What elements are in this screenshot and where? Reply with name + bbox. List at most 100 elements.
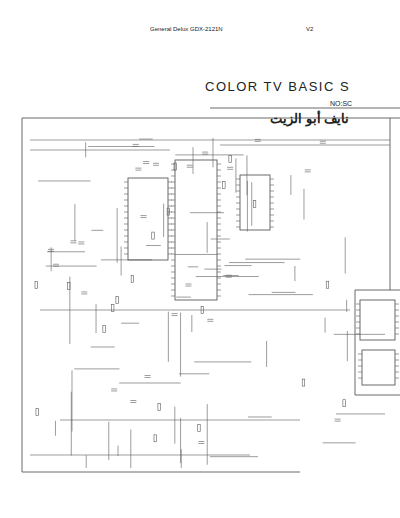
ic-pin (358, 366, 362, 367)
capacitor-symbol (78, 243, 84, 244)
ic-pin (270, 215, 274, 216)
ic-pin (217, 284, 221, 285)
ic-pin (395, 360, 399, 361)
wire (101, 259, 152, 260)
capacitor-symbol (135, 168, 141, 169)
capacitor-symbol (255, 141, 261, 142)
capacitor-symbol (133, 144, 139, 145)
capacitor-symbol (202, 154, 208, 155)
capacitor-symbol (70, 242, 76, 243)
wire (207, 404, 208, 465)
ic-pin (236, 215, 240, 216)
capacitor-symbol (143, 161, 149, 162)
ic-pin (356, 304, 360, 305)
wire (176, 297, 191, 298)
wire (118, 446, 119, 456)
wire (336, 413, 385, 414)
ic-outline (362, 350, 395, 385)
resistor-symbol (174, 163, 177, 170)
wire (175, 254, 217, 255)
ic-pin (270, 191, 274, 192)
wire (47, 251, 85, 252)
capacitor-symbol (145, 377, 151, 378)
wire (180, 313, 181, 377)
capacitor-symbol (135, 170, 141, 171)
bus-wire (220, 145, 390, 146)
frame-line (355, 395, 400, 396)
wire (174, 407, 175, 444)
ic-pin (217, 242, 221, 243)
wire (225, 265, 252, 266)
ic-pin (124, 206, 128, 207)
capacitor-symbol (145, 375, 151, 376)
capacitor-symbol (226, 277, 232, 278)
frame-line (355, 290, 356, 395)
ic-pin (217, 254, 221, 255)
resistor-symbol (68, 282, 71, 289)
ic-pin (168, 194, 172, 195)
capacitor-symbol (172, 315, 178, 316)
wire (194, 361, 251, 362)
capacitor-symbol (48, 249, 54, 250)
wire (212, 138, 213, 167)
ic-pin (270, 209, 274, 210)
wire (96, 304, 97, 333)
ic-pin (217, 200, 221, 201)
ic-pin (171, 266, 175, 267)
wire (86, 455, 87, 468)
resistor-symbol (302, 379, 305, 386)
capacitor-symbol (187, 165, 193, 166)
resistor-symbol (201, 306, 204, 313)
version-label: V2 (306, 26, 313, 33)
ic-pin (270, 197, 274, 198)
resistor-symbol (343, 400, 346, 407)
wire (117, 208, 118, 263)
ic-pin (356, 316, 360, 317)
ic-pin (217, 218, 221, 219)
capacitor-symbol (185, 286, 191, 287)
capacitor-symbol (198, 441, 204, 442)
frame-line (210, 108, 400, 109)
ic-pin (168, 212, 172, 213)
resistor-symbol (158, 403, 161, 410)
wire (211, 239, 230, 240)
number-label: NO:SC (330, 100, 352, 108)
capacitor-symbol (227, 169, 233, 170)
ic-pin (270, 185, 274, 186)
model-label: General Delux GDX-2121N (150, 26, 223, 33)
ic-pin (124, 200, 128, 201)
ic-pin (395, 310, 399, 311)
ic-pin (358, 372, 362, 373)
wiring (22, 108, 400, 472)
ic-pin (356, 322, 360, 323)
title: COLOR TV BASIC S (205, 80, 350, 94)
ic-pin (168, 230, 172, 231)
wire (347, 331, 348, 361)
ic-pin (217, 164, 221, 165)
wire (223, 275, 238, 276)
ic-pin (395, 334, 399, 335)
capacitor-symbol (78, 241, 84, 242)
ic-pin (168, 206, 172, 207)
capacitor-symbol (198, 443, 204, 444)
ic-pin (395, 372, 399, 373)
ic-pin (168, 200, 172, 201)
wire (196, 276, 259, 277)
frame-line (22, 118, 23, 472)
ic-pin (168, 188, 172, 189)
resistor-symbol (35, 281, 38, 288)
ic-pin (124, 182, 128, 183)
resistor-symbol (116, 296, 119, 303)
wire (121, 323, 139, 324)
resistor-symbol (152, 232, 155, 239)
capacitor-symbol (305, 171, 311, 172)
ic-pin (124, 230, 128, 231)
ic-pin (236, 185, 240, 186)
ic-pin (124, 194, 128, 195)
ic-pin (168, 242, 172, 243)
wire (91, 230, 103, 231)
capacitor-symbol (133, 146, 139, 147)
capacitor-symbol (320, 143, 326, 144)
wire (181, 449, 182, 468)
wire (71, 392, 72, 456)
